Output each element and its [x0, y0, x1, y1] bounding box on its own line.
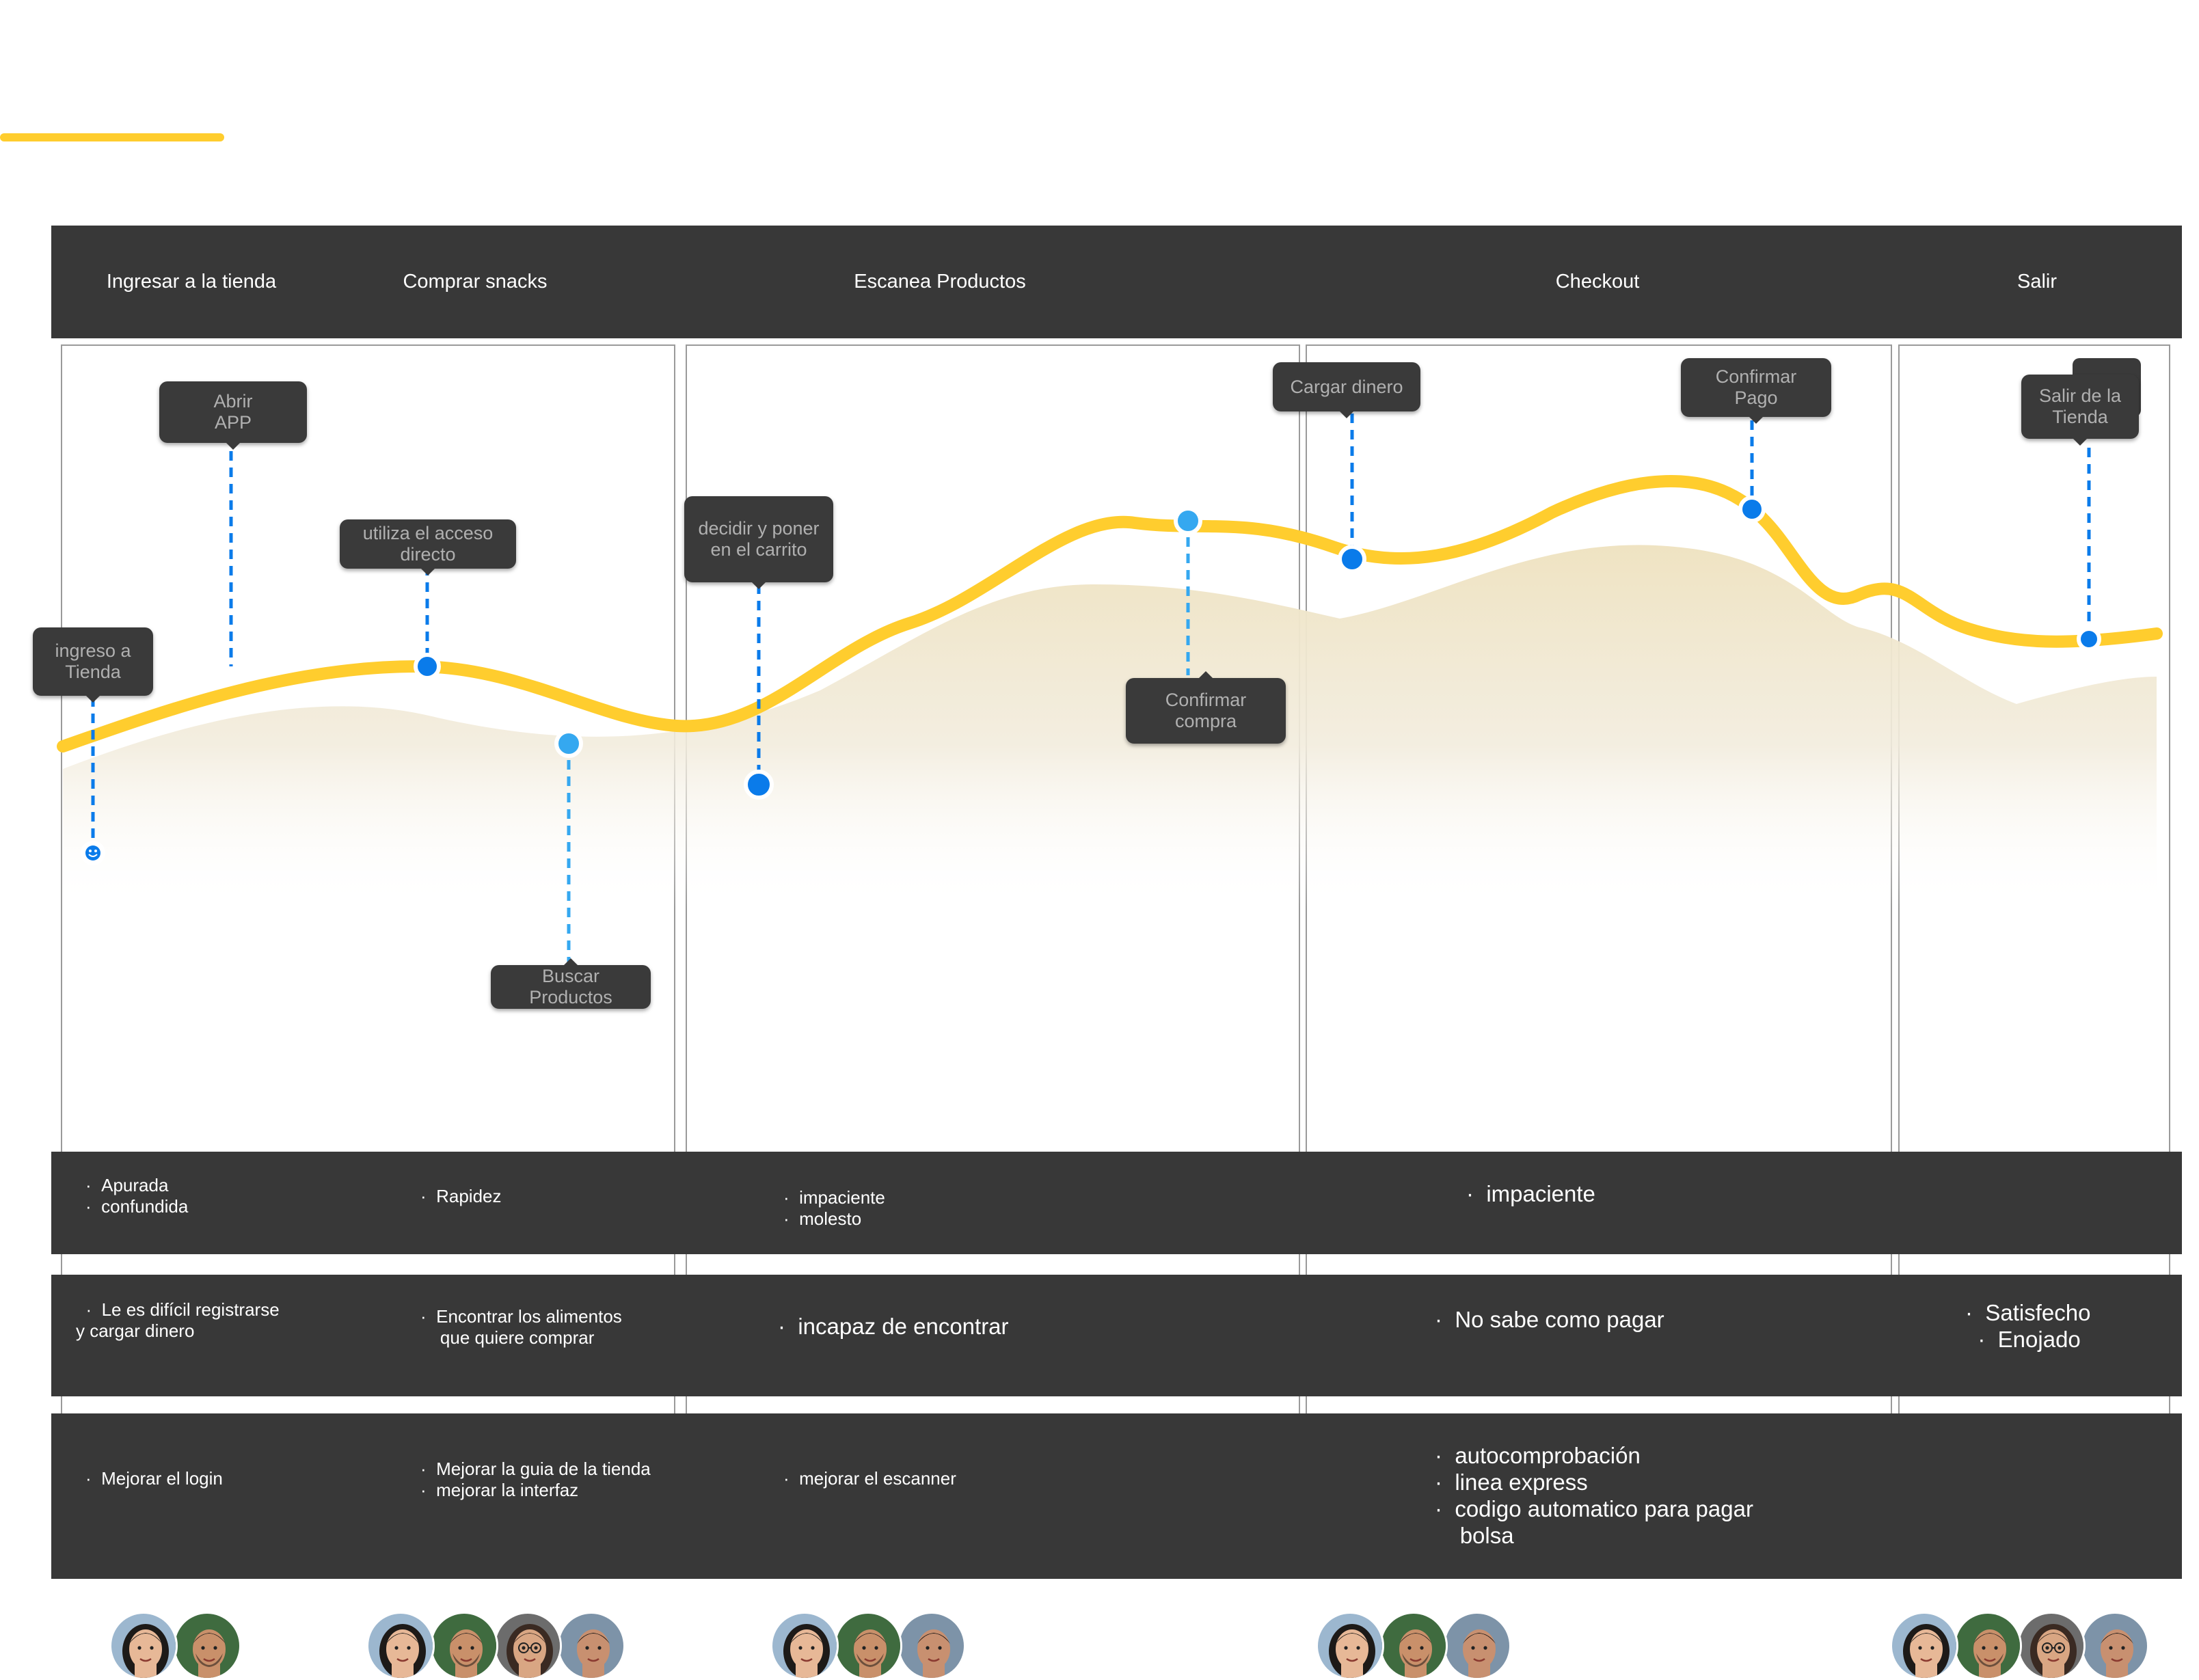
bubble-decidir: decidir y poner en el carrito — [684, 496, 833, 589]
feelings-ingresar: · Apurada · confundida — [85, 1175, 189, 1217]
stage-checkout: Checkout — [1555, 271, 1640, 293]
point-confirmar-compra[interactable] — [1174, 506, 1202, 535]
point-acceso-directo[interactable] — [414, 653, 441, 680]
persona-woman-avatar — [1316, 1612, 1384, 1680]
persona-man-beard-avatar — [834, 1612, 902, 1680]
bubble-buscar-productos: Buscar Productos — [491, 958, 651, 1009]
persona-man-young-avatar — [557, 1612, 625, 1680]
opportunity-ingresar: · Mejorar el login — [85, 1468, 223, 1489]
point-cargar-dinero[interactable] — [1338, 545, 1366, 573]
pain-comprar: · Encontrar los alimentos que quiere com… — [420, 1306, 622, 1348]
bubble-ingreso: ingreso a Tienda — [33, 627, 153, 703]
point-decidir[interactable] — [744, 770, 774, 800]
persona-woman-avatar — [770, 1612, 839, 1680]
stage-header: Ingresar a la tienda Comprar snacks Esca… — [51, 226, 2182, 338]
bubble-abrir-app: Abrir APP — [159, 381, 307, 450]
persona-woman-glasses-avatar — [2017, 1612, 2086, 1680]
persona-man-young-avatar — [898, 1612, 966, 1680]
pain-points-row: · Le es difícil registrarse y cargar din… — [51, 1275, 2182, 1396]
persona-man-beard-avatar — [173, 1612, 241, 1680]
bubble-acceso-directo: utiliza el acceso directo — [340, 519, 516, 575]
bubble-cargar-dinero: Cargar dinero — [1273, 362, 1420, 418]
persona-man-young-avatar — [2081, 1612, 2149, 1680]
persona-man-young-avatar — [1443, 1612, 1511, 1680]
point-confirmar-pago[interactable] — [1738, 496, 1766, 523]
opportunity-checkout: · autocomprobación · linea express · cod… — [1435, 1443, 1753, 1548]
persona-man-beard-avatar — [1379, 1612, 1448, 1680]
emotion-curve — [57, 475, 2163, 753]
stage-ingresar: Ingresar a la tienda — [106, 271, 277, 293]
feelings-comprar: · Rapidez — [420, 1186, 502, 1206]
feelings-escanea: · impaciente · molesto — [783, 1187, 885, 1229]
pain-escanea: · incapaz de encontrar — [778, 1314, 1009, 1339]
pain-ingresar: · Le es difícil registrarse y cargar din… — [76, 1299, 280, 1341]
pain-checkout: · No sabe como pagar — [1435, 1307, 1664, 1332]
bubble-salir-tienda: Salir de la Tienda — [2021, 375, 2139, 446]
feelings-checkout: · impaciente — [1466, 1181, 1595, 1206]
stage-escanea: Escanea Productos — [854, 271, 1026, 293]
persona-woman-avatar — [366, 1612, 435, 1680]
opportunities-row: · Mejorar el login · Mejorar la guia de … — [51, 1413, 2182, 1579]
opportunity-escanea: · mejorar el escanner — [783, 1468, 956, 1489]
bubble-confirmar-pago: Confirmar Pago — [1681, 358, 1831, 424]
smiley-icon — [81, 841, 105, 865]
point-salir[interactable] — [2077, 627, 2101, 651]
stage-comprar: Comprar snacks — [403, 271, 548, 293]
stage-salir: Salir — [2016, 271, 2058, 293]
opportunity-comprar: · Mejorar la guia de la tienda · mejorar… — [420, 1459, 651, 1500]
bubble-confirmar-compra: Confirmar compra — [1126, 671, 1286, 744]
accent-bar — [0, 133, 224, 141]
persona-woman-avatar — [1890, 1612, 1958, 1680]
persona-woman-avatar — [109, 1612, 178, 1680]
persona-man-beard-avatar — [430, 1612, 498, 1680]
persona-man-beard-avatar — [1954, 1612, 2022, 1680]
persona-woman-glasses-avatar — [494, 1612, 562, 1680]
feelings-row: · Apurada · confundida · Rapidez · impac… — [51, 1152, 2182, 1254]
pain-salir: · Satisfecho · Enojado — [1965, 1300, 2091, 1352]
point-buscar[interactable] — [554, 729, 583, 758]
emotion-area — [63, 545, 2157, 909]
